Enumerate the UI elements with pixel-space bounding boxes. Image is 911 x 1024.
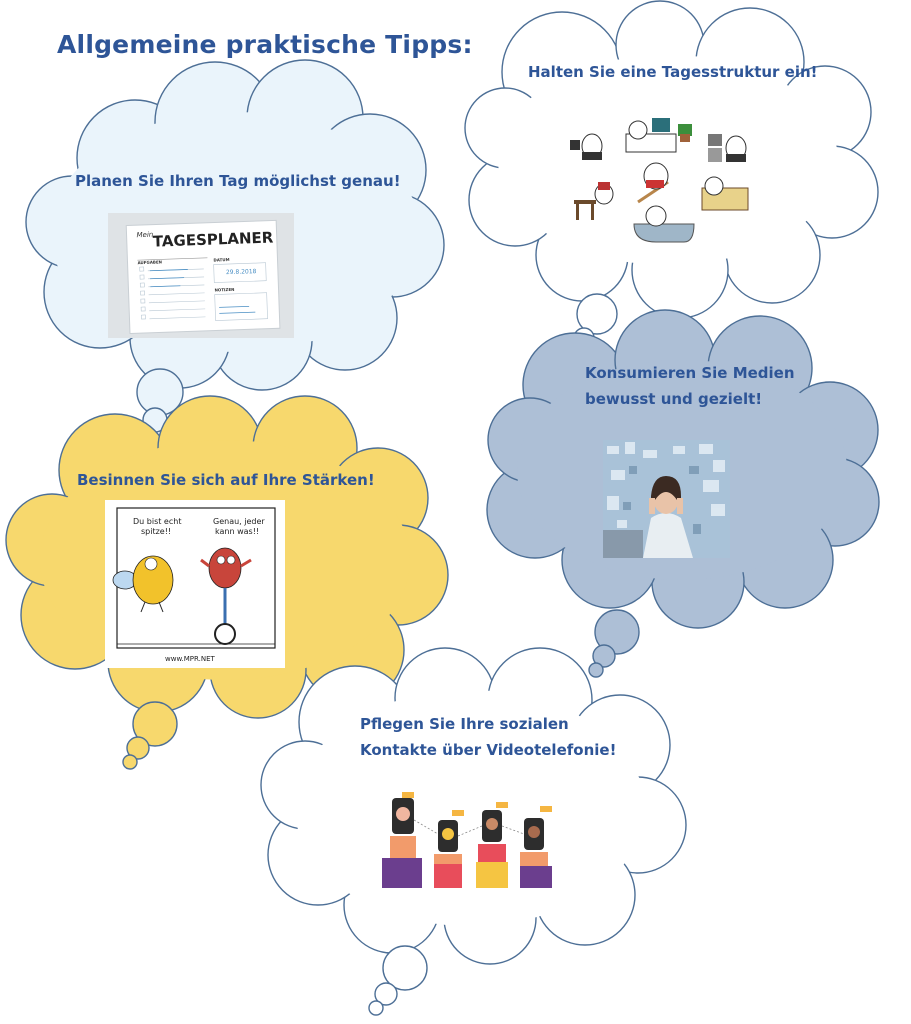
- cat-relax-icon: [637, 162, 669, 204]
- cloud-video-call-tail: [368, 945, 428, 1016]
- tip-day-structure-text: Halten Sie eine Tagesstruktur ein!: [528, 63, 818, 81]
- tip-media-line-1: Konsumieren Sie Medien: [585, 364, 795, 382]
- tip-strengths-text: Besinnen Sie sich auf Ihre Stärken!: [77, 471, 375, 489]
- tip-plan-day-text: Planen Sie Ihren Tag möglichst genau!: [75, 172, 401, 190]
- cat-routine-image: [568, 112, 754, 246]
- tip-media-text: Konsumieren Sie Medien bewusst und gezie…: [585, 360, 795, 412]
- person-phone-3-icon: [476, 802, 508, 888]
- cat-sleep-icon: [701, 176, 749, 211]
- planner-col-date: DATUM: [213, 257, 229, 263]
- comic-left-bubble-line-2: spitze!!: [141, 527, 171, 536]
- tip-video-line-2: Kontakte über Videotelefonie!: [360, 741, 617, 759]
- cloud-media-tail: [588, 609, 640, 678]
- red-creature-icon: [200, 547, 252, 645]
- cat-tv-icon: [574, 182, 614, 220]
- comic-right-bubble-line-2: kann was!!: [215, 527, 259, 536]
- planner-date-value: 29.8.2018: [226, 268, 257, 276]
- comic-credit: www.MPR.NET: [165, 655, 216, 663]
- cat-desk-icon: [625, 118, 692, 153]
- cat-bath-icon: [633, 205, 695, 243]
- tip-video-call-text: Pflegen Sie Ihre sozialen Kontakte über …: [360, 711, 616, 763]
- comic-left-bubble-line-1: Du bist echt: [133, 517, 181, 526]
- planner-title: TAGESPLANER: [152, 228, 274, 250]
- person-phone-1-icon: [382, 792, 422, 888]
- planner-prefix: Mein: [136, 231, 153, 240]
- planner-col-notes: NOTIZEN: [214, 287, 234, 293]
- day-planner-image: Mein TAGESPLANER AUFGABEN DATUM 29.8.201…: [108, 213, 294, 338]
- cloud-strengths-tail: [122, 701, 178, 770]
- cat-coffee-icon: [570, 133, 603, 160]
- tip-media-line-2: bewusst und gezielt!: [585, 390, 763, 408]
- page-title: Allgemeine praktische Tipps:: [57, 30, 473, 59]
- tip-video-line-1: Pflegen Sie Ihre sozialen: [360, 715, 569, 733]
- person-phone-2-icon: [434, 810, 464, 888]
- comic-right-bubble-line-1: Genau, jeder: [213, 517, 265, 526]
- planner-col-tasks: AUFGABEN: [137, 259, 162, 265]
- cat-computer-icon: [708, 134, 747, 162]
- strengths-comic-image: Du bist echt spitze!! Genau, jeder kann …: [105, 500, 285, 668]
- video-call-image: [380, 790, 560, 890]
- person-phone-4-icon: [520, 806, 552, 888]
- yellow-creature-icon: [112, 555, 174, 613]
- media-overload-image: [603, 440, 730, 558]
